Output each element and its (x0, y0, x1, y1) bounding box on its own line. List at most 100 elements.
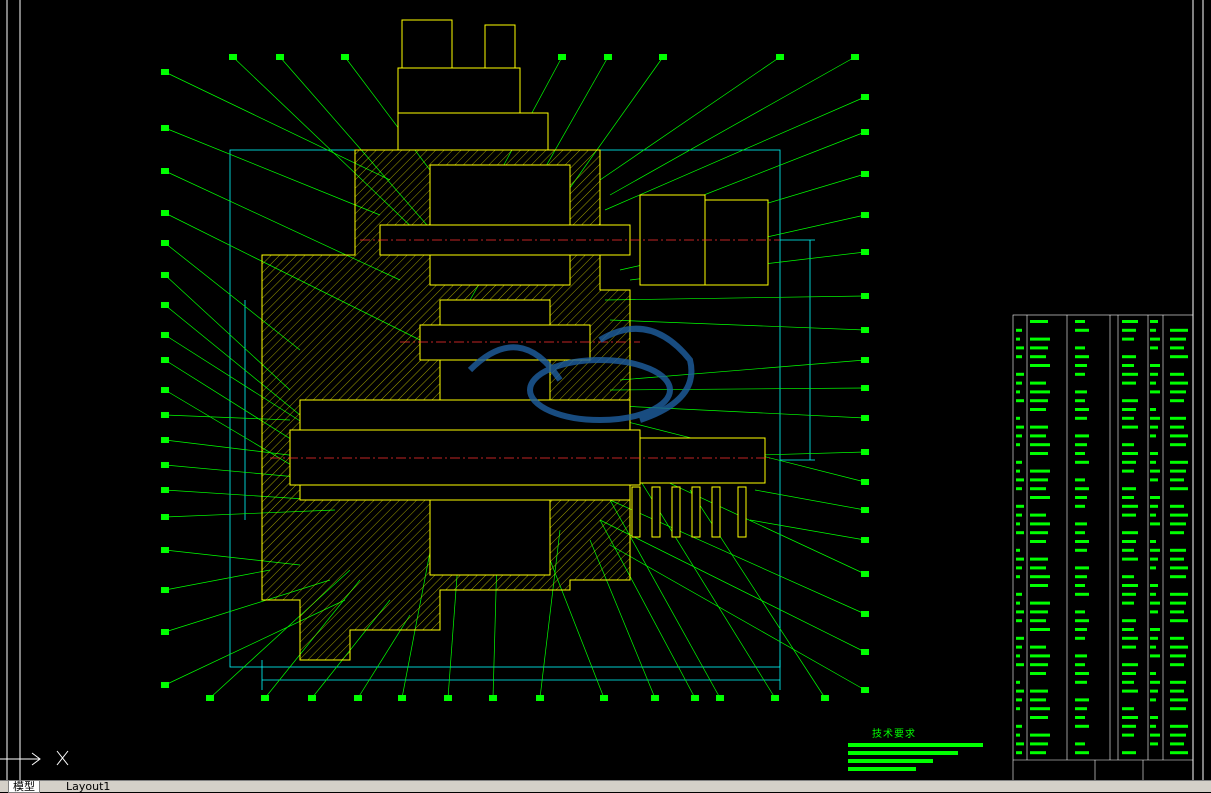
bom-cell-mark (1170, 434, 1188, 438)
bom-cell-mark (1122, 425, 1138, 429)
bom-cell-mark (1150, 460, 1156, 464)
bom-cell-mark (1170, 513, 1188, 517)
leader-line (609, 387, 866, 391)
bom-cell-mark (1075, 619, 1089, 623)
bom-cell-mark (1016, 689, 1024, 693)
leader-line (754, 489, 866, 511)
bom-cell-mark (1016, 443, 1020, 447)
bom-cell-mark (1150, 592, 1156, 596)
bom-cell-mark (1150, 645, 1156, 649)
bom-cell-mark (1075, 575, 1087, 579)
part-balloon (161, 462, 169, 468)
tech-requirements-title: 技术要求 (872, 729, 916, 740)
bom-cell-mark (1075, 443, 1087, 447)
bom-cell-mark (1170, 610, 1184, 614)
leader-line (604, 295, 866, 301)
bom-cell-mark (1030, 346, 1048, 350)
leader-line (164, 71, 391, 181)
part-balloon (444, 695, 452, 701)
part-balloon (861, 327, 869, 333)
bom-cell-mark (1150, 654, 1160, 658)
bom-cell-mark (1150, 320, 1158, 323)
bom-cell-mark (1075, 416, 1087, 420)
bom-cell-mark (1016, 434, 1022, 438)
bom-cell-mark (1170, 601, 1186, 605)
bom-cell-mark (1170, 698, 1188, 702)
bom-cell-mark (1122, 592, 1136, 596)
tab-model[interactable]: 模型 (8, 781, 40, 793)
part-balloon (861, 649, 869, 655)
leader-line (609, 56, 856, 196)
bom-cell-mark (1122, 733, 1134, 737)
bom-cell-mark (1016, 399, 1024, 403)
bom-cell-mark (1075, 478, 1085, 482)
bom-cell-mark (1170, 346, 1184, 350)
bom-cell-mark (1016, 478, 1024, 482)
part-balloon (536, 695, 544, 701)
bom-cell-mark (1075, 364, 1087, 367)
bom-cell-mark (1016, 355, 1022, 359)
part-balloon (354, 695, 362, 701)
bom-cell-mark (1016, 724, 1022, 728)
bom-cell-mark (1170, 443, 1186, 447)
bom-cell-mark (1016, 654, 1020, 658)
bom-cell-mark (1016, 469, 1020, 473)
part-balloon (161, 240, 169, 246)
bom-cell-mark (1075, 496, 1087, 499)
bom-cell-mark (1016, 416, 1020, 420)
bom-cell-mark (1170, 328, 1188, 332)
bom-cell-mark (1150, 610, 1158, 614)
part-balloon (716, 695, 724, 701)
bom-cell-mark (1150, 337, 1160, 341)
bom-cell-mark (1016, 522, 1020, 526)
part-balloon (861, 415, 869, 421)
bom-cell-mark (1122, 557, 1138, 561)
leader-line (759, 451, 866, 456)
part-balloon (398, 695, 406, 701)
bom-cell-mark (1030, 364, 1050, 367)
bom-cell-mark (1170, 337, 1186, 341)
tech-requirements-lines (848, 743, 983, 771)
bom-cell-mark (1075, 408, 1089, 411)
bom-cell-mark (1075, 452, 1085, 455)
bom-cell-mark (1030, 619, 1046, 623)
bom-cell-mark (1075, 460, 1089, 464)
bom-cell-mark (1122, 584, 1138, 587)
bom-cell-mark (1016, 328, 1022, 332)
bom-cell-mark (1122, 496, 1134, 499)
bom-cell-mark (1030, 601, 1050, 605)
watermark-logo-icon (467, 325, 695, 423)
gearbox-section (261, 19, 769, 661)
bom-cell-mark (1030, 689, 1048, 693)
bom-cell-mark (1016, 337, 1020, 341)
layout-tab-bar: 模型 Layout1 (0, 780, 1211, 793)
part-balloon (604, 54, 612, 60)
bom-cell-mark (1150, 434, 1156, 438)
bom-cell-mark (1030, 487, 1046, 491)
bom-cell-mark (1150, 566, 1156, 570)
bom-cell-mark (1122, 364, 1134, 367)
bom-cell-mark (1075, 724, 1089, 728)
bom-cell-mark (1075, 672, 1089, 675)
bom-cell-mark (1075, 698, 1089, 702)
bom-cell-mark (1170, 504, 1184, 508)
bom-cell-mark (1170, 680, 1186, 684)
leader-line (749, 519, 866, 541)
tab-layout1[interactable]: Layout1 (66, 780, 111, 793)
bom-cell-mark (1016, 531, 1024, 535)
bom-cell-mark (1030, 698, 1046, 702)
bom-cell-mark (1016, 548, 1020, 552)
bom-cell-mark (1122, 443, 1134, 447)
bom-cell-mark (1122, 452, 1138, 455)
leader-line (599, 404, 866, 419)
leader-line (164, 127, 381, 216)
bom-cell-mark (1122, 672, 1136, 675)
part-balloon (821, 695, 829, 701)
bom-cell-mark (1170, 469, 1186, 473)
bom-cell-mark (1150, 540, 1156, 543)
bom-cell-mark (1170, 707, 1186, 711)
bom-cell-mark (1075, 399, 1085, 403)
part-balloon (161, 514, 169, 520)
leader-line (609, 319, 866, 331)
